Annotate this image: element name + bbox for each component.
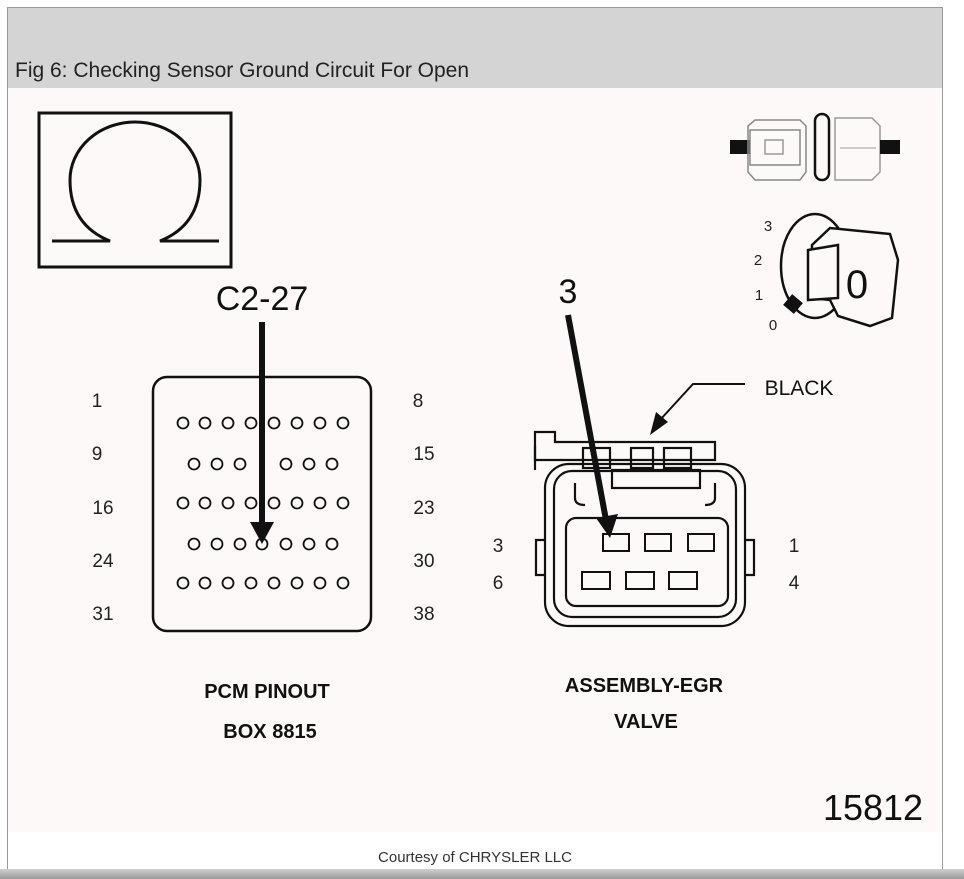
egr-callout-arrow <box>565 314 609 521</box>
pcm-row-label: 38 <box>413 604 434 625</box>
egr-arrow-head <box>596 514 618 538</box>
egr-pin-label: 4 <box>789 573 800 594</box>
pcm-pin-cavity <box>336 416 350 430</box>
egr-pin-label: 1 <box>789 536 800 557</box>
pcm-pin-cavity <box>221 576 235 590</box>
pcm-row-label: 31 <box>92 604 113 625</box>
pcm-pin-cavity <box>187 537 201 551</box>
figure-number: 15812 <box>823 787 923 828</box>
egr-pin-cavities <box>581 533 715 590</box>
figure-background <box>8 88 942 832</box>
pcm-row-label: 9 <box>92 444 103 465</box>
pcm-pin-cavity <box>244 576 258 590</box>
egr-pin-6 <box>581 571 611 590</box>
egr-pin-5 <box>625 571 655 590</box>
egr-pin-4 <box>668 571 698 590</box>
egr-pin-2 <box>644 533 672 552</box>
pcm-pin-cavity <box>313 576 327 590</box>
pcm-pin-cavity <box>176 496 190 510</box>
pcm-pin-cavity <box>221 416 235 430</box>
pcm-row-label: 1 <box>92 391 103 412</box>
egr-pin-1 <box>687 533 715 552</box>
pcm-callout-label: C2-27 <box>216 280 309 318</box>
pcm-pin-cavity <box>302 537 316 551</box>
courtesy-credit: Courtesy of CHRYSLER LLC <box>378 849 572 866</box>
ohm-icon <box>52 120 219 243</box>
pcm-pin-cavity <box>187 457 201 471</box>
pcm-pin-cavity <box>233 537 247 551</box>
pcm-pin-cavity <box>290 416 304 430</box>
pcm-pin-cavity <box>267 576 281 590</box>
connector-disconnect-icon <box>730 112 900 182</box>
pcm-pin-cavity <box>313 496 327 510</box>
key-position-2: 2 <box>754 252 762 269</box>
pcm-pinout: C2-27 1 9 16 24 31 8 15 23 30 38 PCM PIN… <box>92 280 435 743</box>
pcm-pin-grid <box>176 416 350 590</box>
pcm-pin-cavity <box>325 537 339 551</box>
pcm-pin-cavity <box>267 416 281 430</box>
ohmmeter-symbol <box>37 111 233 269</box>
pcm-pin-cavity <box>279 537 293 551</box>
title-bar <box>8 8 942 88</box>
key-position-0: 0 <box>769 317 777 334</box>
pcm-pin-cavity <box>336 496 350 510</box>
pcm-pin-cavity <box>244 496 258 510</box>
pcm-row-label: 30 <box>413 551 434 572</box>
figure-title: Fig 6: Checking Sensor Ground Circuit Fo… <box>15 59 470 82</box>
pcm-pin-cavity <box>290 576 304 590</box>
pcm-pin-cavity <box>176 416 190 430</box>
egr-pin-label: 6 <box>493 573 504 594</box>
key-label: 0 <box>846 263 868 307</box>
pcm-pin-cavity <box>176 576 190 590</box>
pcm-pin-cavity <box>267 496 281 510</box>
egr-pin-3 <box>602 533 630 552</box>
ignition-key-icon: 3 2 1 0 0 <box>754 212 900 334</box>
egr-name-line2: VALVE <box>614 711 678 733</box>
black-wire-leader <box>659 383 745 421</box>
pcm-row-label: 24 <box>92 551 114 572</box>
pcm-pin-cavity <box>279 457 293 471</box>
egr-callout-label: 3 <box>559 273 578 311</box>
pcm-row-label: 15 <box>413 444 434 465</box>
egr-valve-connector: 3 BLACK 3 6 <box>493 273 834 733</box>
pcm-row-label: 8 <box>413 391 424 412</box>
pcm-pin-cavity <box>210 457 224 471</box>
bottom-scroll-edge <box>0 869 964 879</box>
egr-wire-label: BLACK <box>765 377 834 400</box>
black-wire-arrow-head <box>650 412 668 435</box>
pcm-pin-cavity <box>244 416 258 430</box>
pcm-pin-cavity <box>302 457 316 471</box>
key-position-3: 3 <box>764 218 772 235</box>
pcm-row-label: 16 <box>92 498 113 519</box>
pcm-name-line1: PCM PINOUT <box>204 681 330 703</box>
pcm-arrow-head <box>250 522 274 544</box>
pcm-pin-cavity <box>336 576 350 590</box>
pcm-pin-cavity <box>198 496 212 510</box>
pcm-name-line2: BOX 8815 <box>223 721 316 743</box>
pcm-pin-cavity <box>290 496 304 510</box>
pcm-pin-cavity <box>198 576 212 590</box>
pcm-pin-cavity <box>233 457 247 471</box>
egr-pin-label: 3 <box>493 536 504 557</box>
pcm-row-label: 23 <box>413 498 434 519</box>
pcm-pin-cavity <box>325 457 339 471</box>
pcm-pin-cavity <box>198 416 212 430</box>
egr-name-line1: ASSEMBLY-EGR <box>565 675 724 697</box>
pcm-pin-cavity <box>221 496 235 510</box>
pcm-pin-cavity <box>313 416 327 430</box>
key-position-1: 1 <box>755 287 763 304</box>
pcm-pin-cavity <box>210 537 224 551</box>
